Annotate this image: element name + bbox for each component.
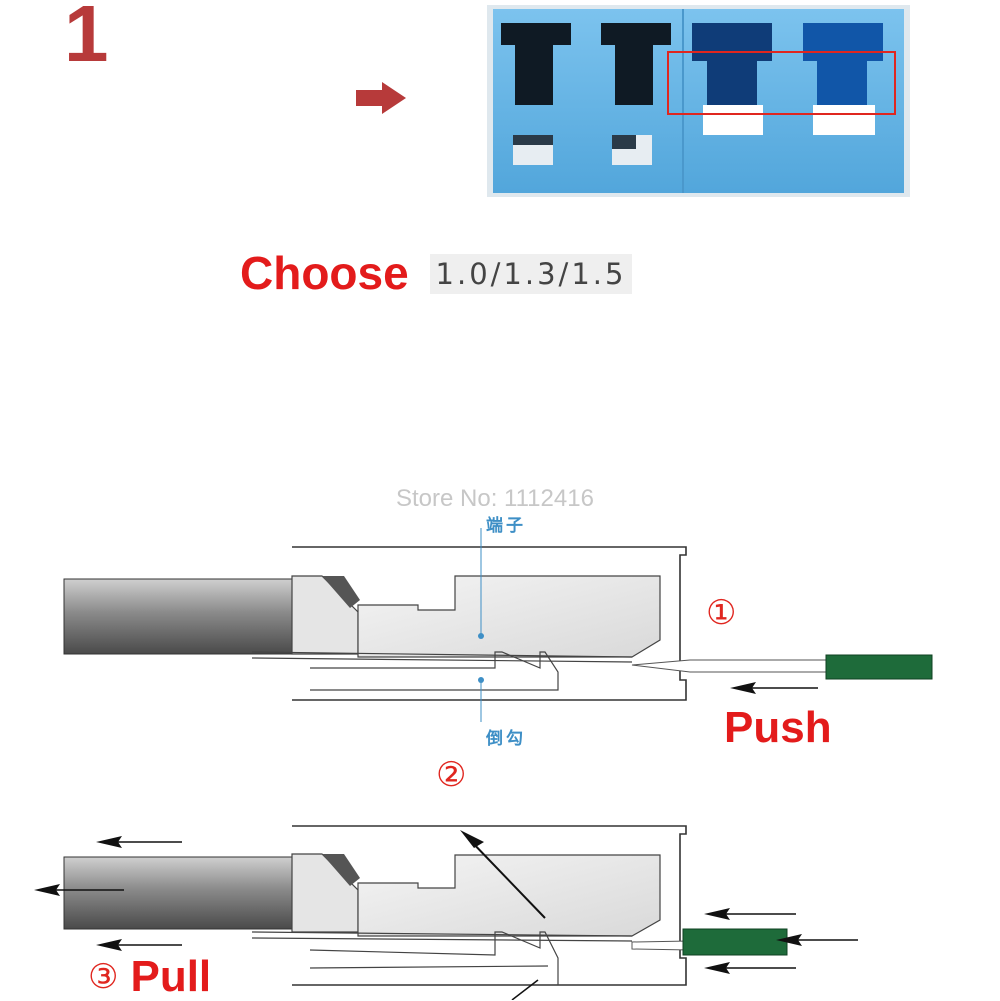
- left-arrow-icon: [704, 908, 730, 920]
- wire: [63, 856, 297, 930]
- left-arrow-icon: [730, 682, 756, 694]
- right-arrow-icon: [356, 82, 406, 114]
- step-marker-1: ①: [706, 593, 737, 633]
- push-label: Push: [724, 703, 832, 752]
- left-arrow-icon: [704, 962, 730, 974]
- push-diagram: [63, 528, 933, 722]
- tool-handle: [682, 928, 788, 956]
- size-options: 1.0/1.3/1.5: [430, 254, 632, 294]
- step-marker-2: ②: [436, 755, 467, 795]
- step-number: 1: [64, 0, 109, 78]
- tool-handle: [825, 654, 933, 680]
- barb-label: 倒勾: [486, 729, 526, 749]
- terminal-slot: [601, 23, 671, 165]
- pull-label-group: ③ Pull: [88, 955, 211, 999]
- left-arrow-icon: [34, 884, 60, 896]
- terminal: [357, 575, 661, 658]
- barb: [310, 651, 559, 691]
- wire: [63, 578, 297, 655]
- removal-pin: [631, 659, 829, 673]
- diagonal-arrow-icon: [460, 830, 484, 848]
- terminal-slot-highlighted: [692, 23, 772, 135]
- step-marker-3: ③: [88, 957, 119, 997]
- terminal-label: 端子: [486, 516, 526, 536]
- pull-label: Pull: [130, 952, 212, 1001]
- left-arrow-icon: [776, 934, 802, 946]
- highlight-box: [667, 51, 896, 115]
- terminal-slot: [501, 23, 571, 165]
- connector-photo: [487, 5, 910, 197]
- pull-diagram: [34, 825, 858, 1000]
- terminal-removal-diagram: [34, 528, 933, 1000]
- choose-label: Choose: [240, 247, 409, 299]
- left-arrow-icon: [96, 836, 122, 848]
- terminal-slot-highlighted: [803, 23, 883, 135]
- barb: [309, 931, 559, 985]
- left-arrow-icon: [96, 939, 122, 951]
- terminal: [357, 854, 661, 937]
- store-watermark: Store No: 1112416: [396, 485, 594, 512]
